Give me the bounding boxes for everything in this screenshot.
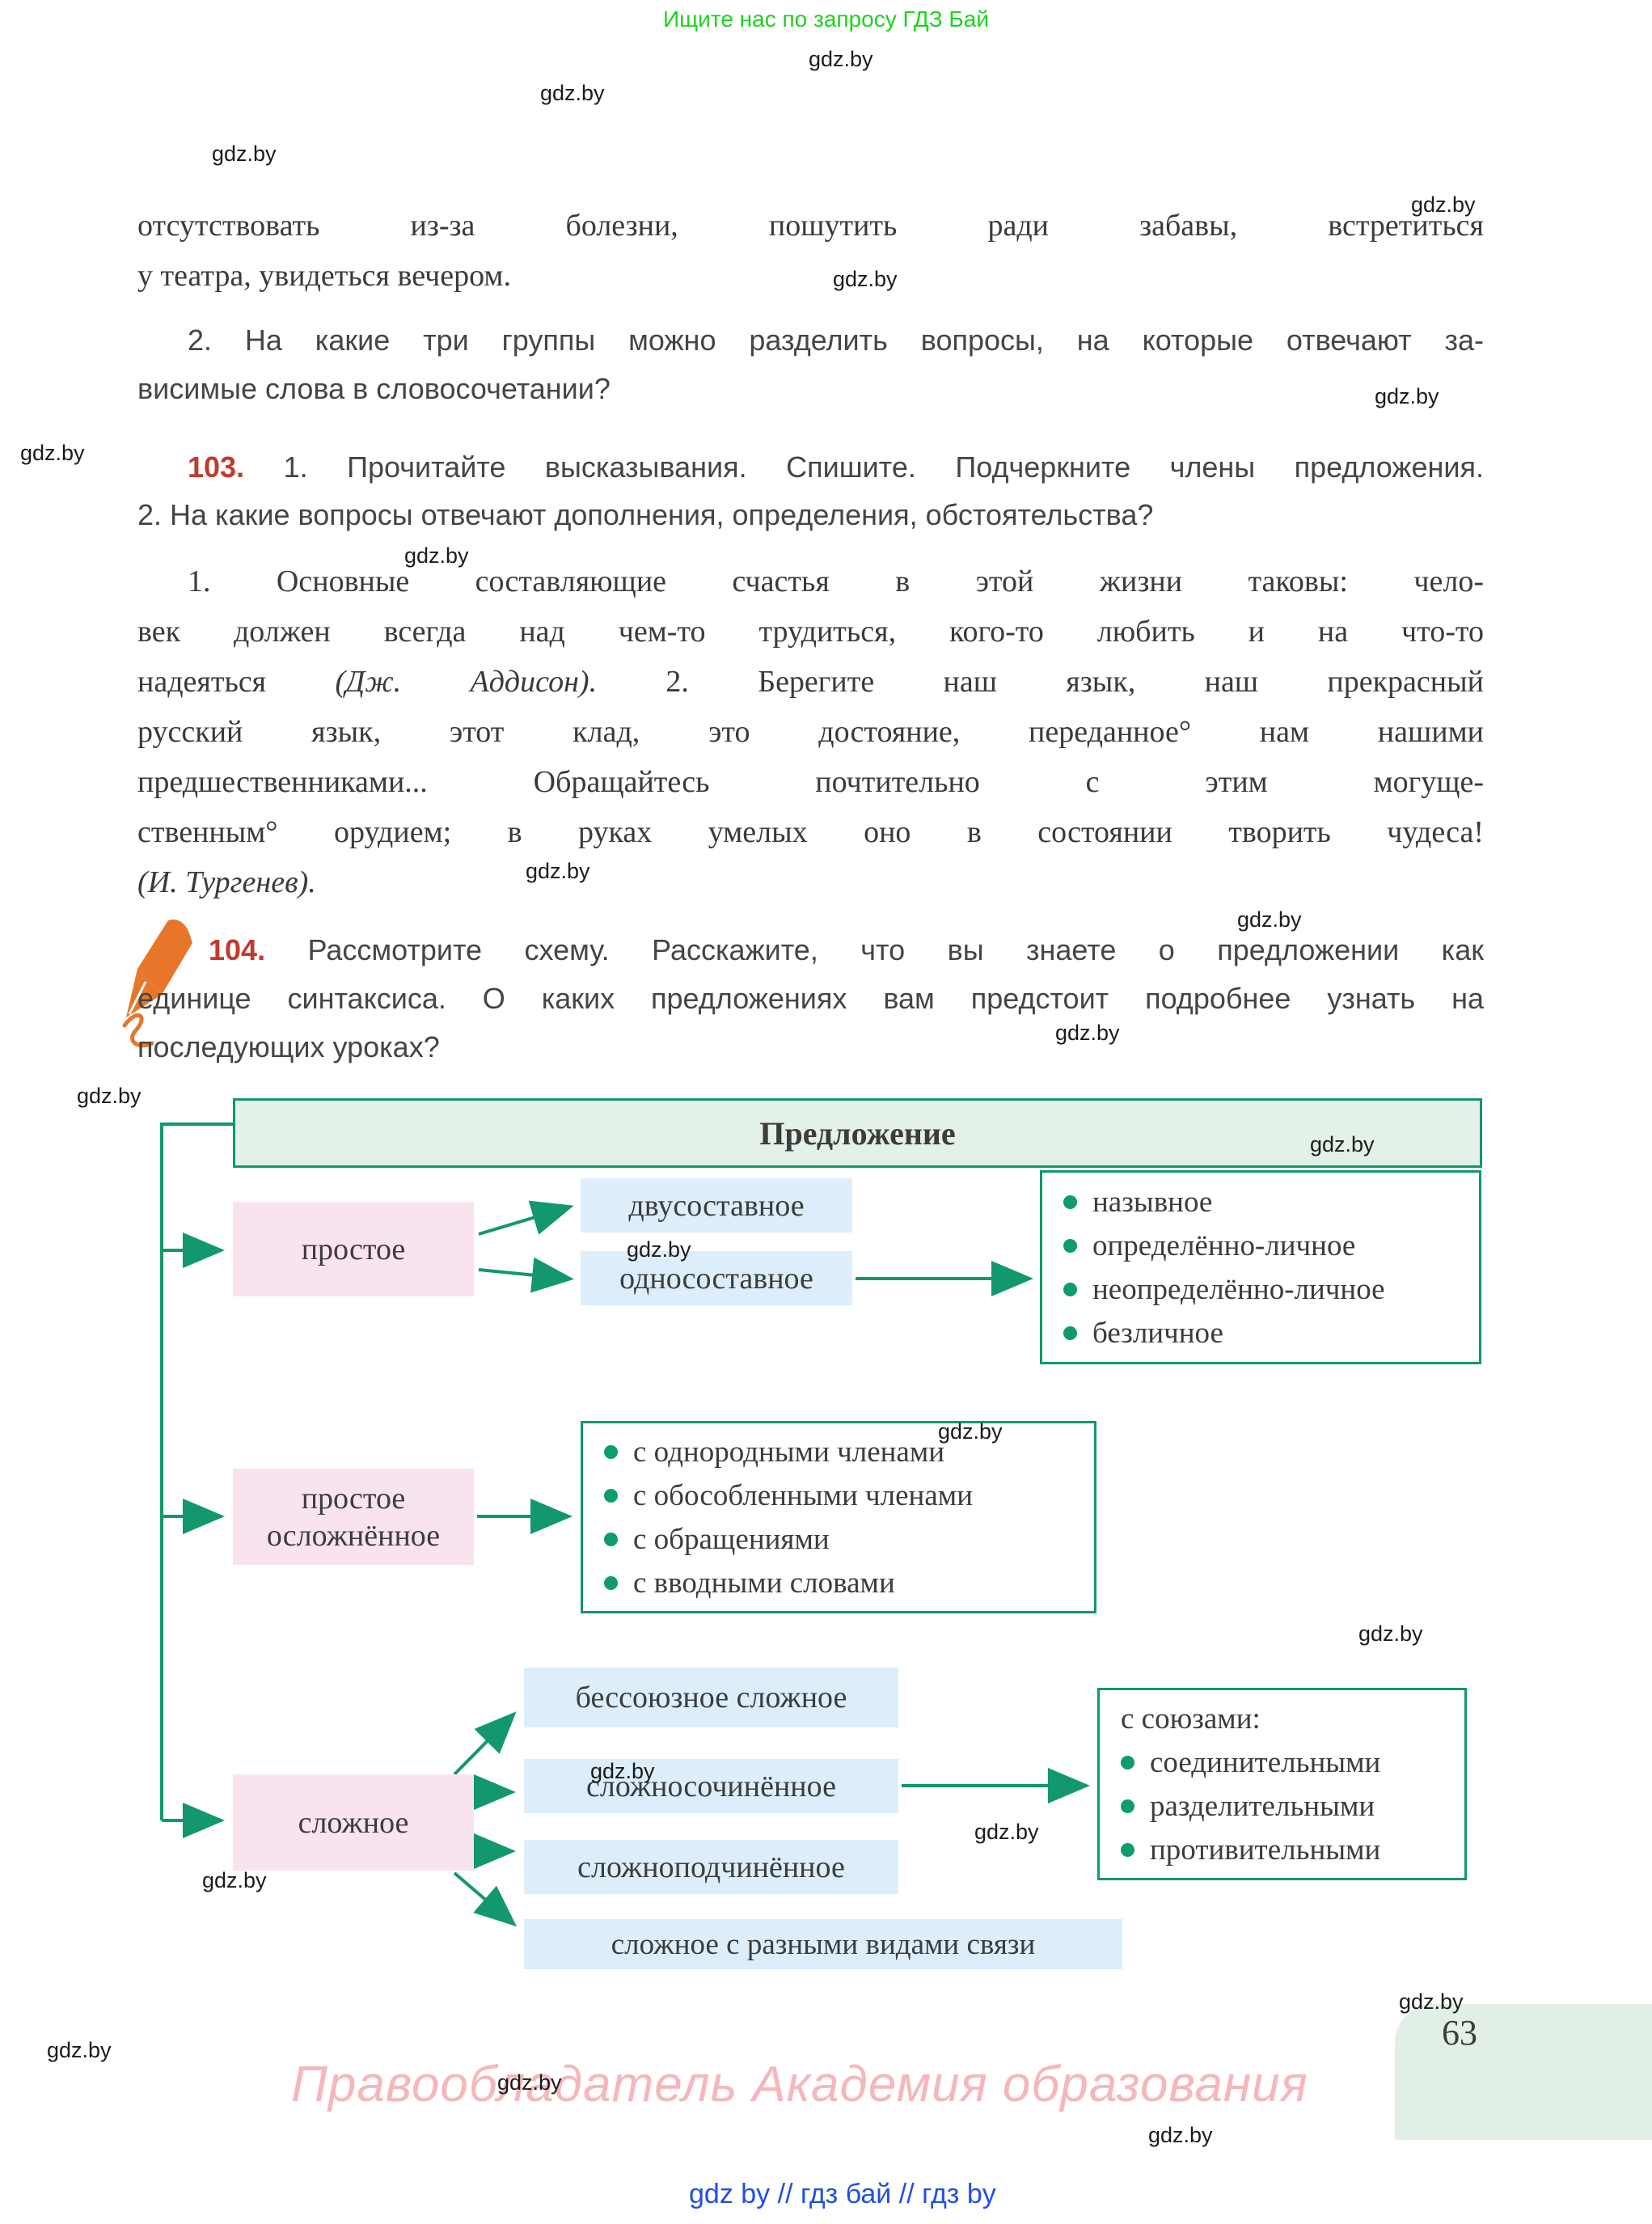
exercise-number: 103. [188,450,245,484]
bullet-icon [1121,1755,1134,1769]
exercise-task-text: 1. Прочитайте высказывания. Спишите. Под… [283,450,1484,484]
exercise-103-text-line: век должен всегда над чем-то трудиться, … [137,615,1484,649]
bullet-icon [604,1575,618,1590]
bullet-icon [1063,1238,1077,1253]
list-item: определённо-личное [1063,1224,1479,1267]
pen-icon [122,919,192,1048]
diagram-complex-kind-box: сложносочинённое [524,1759,898,1813]
conjunctions-title: с союзами: [1121,1702,1261,1736]
gdz-watermark: gdz.by [1411,192,1476,217]
gdz-watermark: gdz.by [497,2070,562,2095]
diagram-complicated-label: простое [301,1481,406,1516]
gdz-watermark: gdz.by [833,267,898,291]
exercise-104-task: последующих уроках? [137,1030,440,1063]
bullet-icon [604,1444,618,1459]
gdz-watermark: gdz.by [202,1868,267,1892]
gdz-watermark: gdz.by [1237,907,1302,932]
footer-links[interactable]: gdz by // гдз бай // гдз by [689,2179,996,2209]
diagram-complex-kind-box: сложное с разными видами связи [524,1919,1122,1969]
gdz-watermark: gdz.by [212,142,277,166]
exercise-103-task: 103. 1. Прочитайте высказывания. Спишите… [137,449,1484,486]
diagram-title-box: Предложение [233,1098,1482,1168]
gdz-watermark: gdz.by [809,47,873,71]
bullet-icon [1121,1799,1134,1813]
diagram-complicated-label: осложнённое [266,1518,441,1553]
list-item: разделительными [1121,1784,1464,1828]
list-item: соединительными [1121,1740,1464,1784]
bullet-icon [604,1488,618,1503]
exercise-103-text-line: 1. Основные составляющие счастья в этой … [188,564,1484,598]
exercise-104-task: единице синтаксиса. О каких предложениях… [137,982,1484,1015]
gdz-watermark: gdz.by [627,1237,691,1262]
gdz-watermark: gdz.by [590,1759,655,1783]
diagram-one-part-box: односоставное [581,1251,852,1305]
page-number-tab: 63 [1395,2004,1652,2140]
list-item: неопределённо-личное [1063,1267,1479,1311]
diagram-complex-kind-box: бессоюзное сложное [524,1668,898,1727]
diagram-complex-kind-box: сложноподчинённое [524,1840,898,1894]
page-number: 63 [1442,2013,1477,2053]
exercise-104-task: 104. Рассмотрите схему. Расскажите, что … [209,932,1484,969]
gdz-watermark: gdz.by [1310,1132,1375,1156]
gdz-watermark: gdz.by [540,81,605,105]
gdz-watermark: gdz.by [77,1084,142,1108]
list-item: назывное [1063,1180,1479,1224]
list-item: с однородными членами [604,1430,1094,1474]
gdz-watermark: gdz.by [20,441,85,465]
list-item: с обособленными членами [604,1474,1094,1517]
exercise-103-text-line: надеяться (Дж. Аддисон). 2. Берегите наш… [137,665,1484,699]
exercise-103-text-line: (И. Тургенев). [137,865,316,899]
list-item: безличное [1063,1311,1479,1355]
diagram-complex-box: сложное [233,1774,474,1871]
gdz-watermark: gdz.by [47,2038,112,2062]
gdz-watermark: gdz.by [1399,1989,1464,2014]
exercise-103-task: 2. На какие вопросы отвечают дополнения,… [137,498,1154,531]
exercise-103-text-line: ственным° орудием; в руках умелых оно в … [137,815,1484,849]
exercise-task-text: Рассмотрите схему. Расскажите, что вы зн… [307,933,1484,966]
diagram-two-part-box: двусоставное [581,1178,852,1233]
intro-line: у театра, увидеться вечером. [137,259,511,293]
question-line: висимые слова в словосочетании? [137,372,611,405]
exercise-number: 104. [209,933,266,966]
bullet-icon [1063,1326,1077,1340]
gdz-watermark: gdz.by [404,543,469,568]
exercise-103-text-line: предшественниками... Обращайтесь почтите… [137,765,1484,799]
list-item: противительными [1121,1828,1464,1871]
list-item: с обращениями [604,1517,1094,1561]
bullet-icon [1063,1282,1077,1296]
gdz-watermark: gdz.by [938,1419,1003,1444]
promo-banner: Ищите нас по запросу ГДЗ Бай [663,6,990,32]
gdz-watermark: gdz.by [526,859,590,883]
bullet-icon [604,1532,618,1546]
copyright-watermark: Правообладатель Академия образования [291,2057,1308,2112]
list-item: с вводными словами [604,1561,1094,1605]
question-line: 2. На какие три группы можно разделить в… [188,323,1484,357]
gdz-watermark: gdz.by [1055,1021,1120,1045]
gdz-watermark: gdz.by [1375,384,1439,408]
bullet-icon [1063,1194,1077,1209]
gdz-watermark: gdz.by [1358,1621,1423,1646]
diagram-complicated-box: простое осложнённое [233,1469,474,1565]
exercise-103-text-line: русский язык, этот клад, это достояние, … [137,715,1484,749]
gdz-watermark: gdz.by [1148,2123,1213,2147]
bullet-icon [1121,1842,1134,1857]
diagram-simple-box: простое [233,1202,474,1296]
intro-line: отсутствовать из-за болезни, пошутить ра… [137,209,1484,243]
gdz-watermark: gdz.by [974,1820,1039,1844]
